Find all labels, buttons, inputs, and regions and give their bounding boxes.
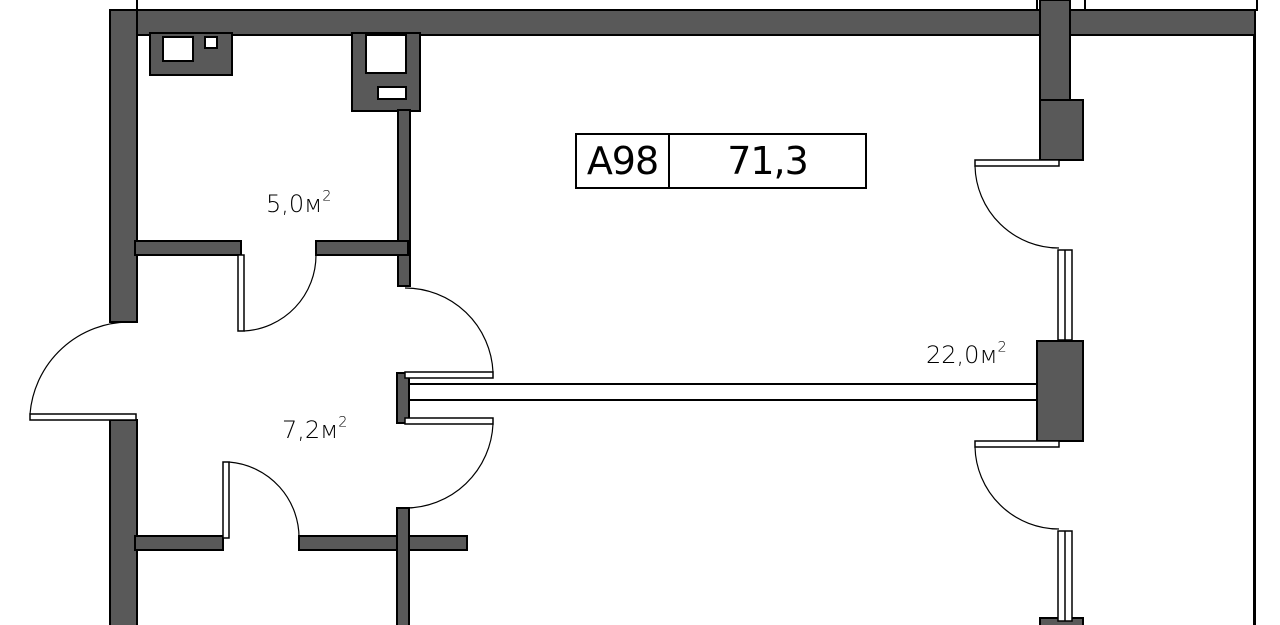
exterior-wall-right bbox=[1253, 10, 1256, 625]
wall-left-lower bbox=[109, 419, 138, 625]
window-upper bbox=[1057, 249, 1073, 341]
living-room-door-upper bbox=[404, 287, 494, 379]
wall-left-upper bbox=[109, 9, 138, 323]
wall-hall-bottom-right bbox=[298, 535, 468, 551]
wall-lower-vertical bbox=[396, 507, 410, 625]
apartment-badge: A98 71,3 bbox=[575, 133, 867, 189]
room-area-value: 7,2 bbox=[282, 416, 321, 444]
shaft-left-small bbox=[204, 36, 218, 49]
wall-top bbox=[109, 9, 1256, 36]
balcony-door-upper bbox=[974, 159, 1060, 249]
room-area-unit: м bbox=[320, 416, 339, 444]
room-area-label-living-room: 22,0м2 bbox=[926, 339, 1007, 369]
shaft-right-box bbox=[365, 34, 407, 74]
window-lower bbox=[1057, 530, 1073, 622]
wall-top-right-cap bbox=[1084, 0, 1258, 11]
room-area-value: 22,0 bbox=[926, 341, 980, 369]
wall-bathroom-right bbox=[397, 109, 411, 287]
wall-top-inner-line bbox=[136, 0, 1038, 11]
room-area-unit-power: 2 bbox=[338, 414, 348, 431]
room-area-value: 5,0 bbox=[266, 190, 305, 218]
shaft-left-box bbox=[162, 36, 194, 62]
balcony-door-lower bbox=[974, 440, 1060, 530]
wall-central-pier bbox=[396, 372, 410, 424]
wall-central bbox=[404, 383, 1041, 401]
room-door-lower bbox=[404, 417, 494, 509]
room-area-unit: м bbox=[979, 341, 998, 369]
wall-hall-bottom-left bbox=[134, 535, 224, 551]
bathroom-door bbox=[237, 254, 317, 332]
wall-right-upper-pier bbox=[1039, 99, 1084, 161]
wall-bathroom-bottom-left bbox=[134, 240, 242, 256]
entrance-door bbox=[29, 321, 137, 421]
apartment-total-area: 71,3 bbox=[727, 139, 809, 183]
room-area-unit-power: 2 bbox=[997, 339, 1007, 356]
wall-right-mid-pier bbox=[1036, 340, 1084, 442]
room-area-unit-power: 2 bbox=[322, 188, 332, 205]
wall-right-top bbox=[1039, 0, 1071, 101]
wall-bathroom-bottom-right bbox=[315, 240, 409, 256]
room-area-unit: м bbox=[304, 190, 323, 218]
apartment-code: A98 bbox=[577, 135, 670, 187]
room-area-label-bathroom: 5,0м2 bbox=[266, 188, 332, 218]
hall-door-lower bbox=[222, 461, 300, 541]
room-area-label-hallway: 7,2м2 bbox=[282, 414, 348, 444]
shaft-right-small bbox=[377, 86, 407, 100]
